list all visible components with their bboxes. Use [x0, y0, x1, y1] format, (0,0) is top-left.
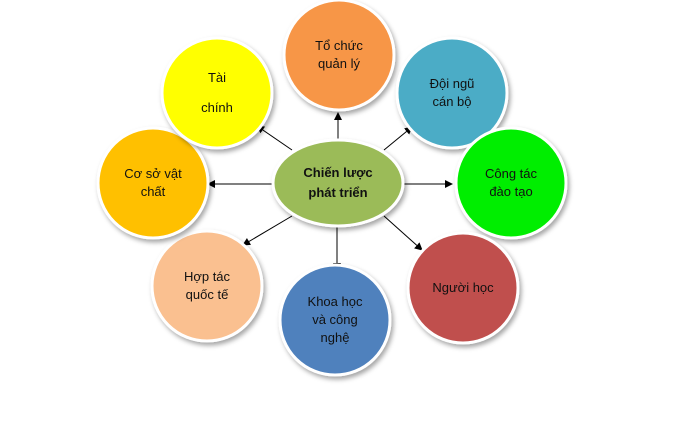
- node-label-nguoi-hoc-line-1: Người học: [432, 280, 494, 295]
- center-label-line-1: Chiến lược: [303, 165, 372, 180]
- node-label-to-chuc-quan-ly-line-1: Tổ chức: [315, 38, 363, 53]
- arrow-to-tai-chinh: [256, 125, 293, 151]
- arrow-to-nguoi-hoc: [383, 215, 423, 251]
- node-doi-ngu-can-bo: Đội ngũ cán bộ: [395, 36, 509, 150]
- nodes: Tổ chức quản lý Đội ngũ cán bộ Công tác đào t…: [96, 0, 568, 377]
- arrow-to-hop-tac-quoc-te: [242, 215, 293, 246]
- node-hop-tac-quoc-te: Hợp tác quốc tế: [150, 229, 264, 343]
- node-circle-doi-ngu-can-bo: [395, 36, 509, 150]
- node-label-tai-chinh-line-2: chính: [201, 100, 233, 115]
- node-label-co-so-vat-chat-line-1: Cơ sở vật: [124, 166, 182, 181]
- node-label-doi-ngu-can-bo-line-1: Đội ngũ: [430, 76, 475, 91]
- node-label-khoa-hoc-va-cong-nghe-line-1: Khoa học: [308, 294, 363, 309]
- node-label-co-so-vat-chat-line-2: chất: [141, 184, 166, 199]
- node-circle-co-so-vat-chat: [96, 126, 210, 240]
- node-nguoi-hoc: Người học: [406, 231, 520, 345]
- node-label-hop-tac-quoc-te-line-2: quốc tế: [186, 287, 229, 302]
- node-cong-tac-dao-tao: Công tác đào tạo: [454, 126, 568, 240]
- node-label-tai-chinh-line-1: Tài: [208, 70, 226, 85]
- center-node: Chiến lược phát triển: [271, 138, 405, 228]
- node-label-khoa-hoc-va-cong-nghe-line-2: và công: [312, 312, 358, 327]
- node-label-khoa-hoc-va-cong-nghe-line-3: nghệ: [321, 330, 350, 345]
- node-circle-hop-tac-quoc-te: [150, 229, 264, 343]
- node-tai-chinh: Tài chính: [160, 36, 274, 150]
- node-co-so-vat-chat: Cơ sở vật chất: [96, 126, 210, 240]
- node-circle-cong-tac-dao-tao: [454, 126, 568, 240]
- arrow-to-doi-ngu-can-bo: [383, 126, 413, 151]
- node-circle-nguoi-hoc: [406, 231, 520, 345]
- node-label-hop-tac-quoc-te-line-1: Hợp tác: [184, 269, 231, 284]
- connectors: [207, 112, 453, 271]
- node-khoa-hoc-va-cong-nghe: Khoa học và công nghệ: [278, 263, 392, 377]
- node-to-chuc-quan-ly: Tổ chức quản lý: [282, 0, 396, 112]
- center-ellipse: [271, 138, 405, 228]
- center-label-line-2: phát triển: [308, 185, 367, 200]
- node-circle-to-chuc-quan-ly: [282, 0, 396, 112]
- node-circle-khoa-hoc-va-cong-nghe: [278, 263, 392, 377]
- node-label-doi-ngu-can-bo-line-2: cán bộ: [432, 94, 471, 109]
- node-label-cong-tac-dao-tao-line-1: Công tác: [485, 166, 538, 181]
- node-label-cong-tac-dao-tao-line-2: đào tạo: [489, 184, 532, 199]
- node-circle-tai-chinh: [160, 36, 274, 150]
- node-label-to-chuc-quan-ly-line-2: quản lý: [318, 56, 360, 71]
